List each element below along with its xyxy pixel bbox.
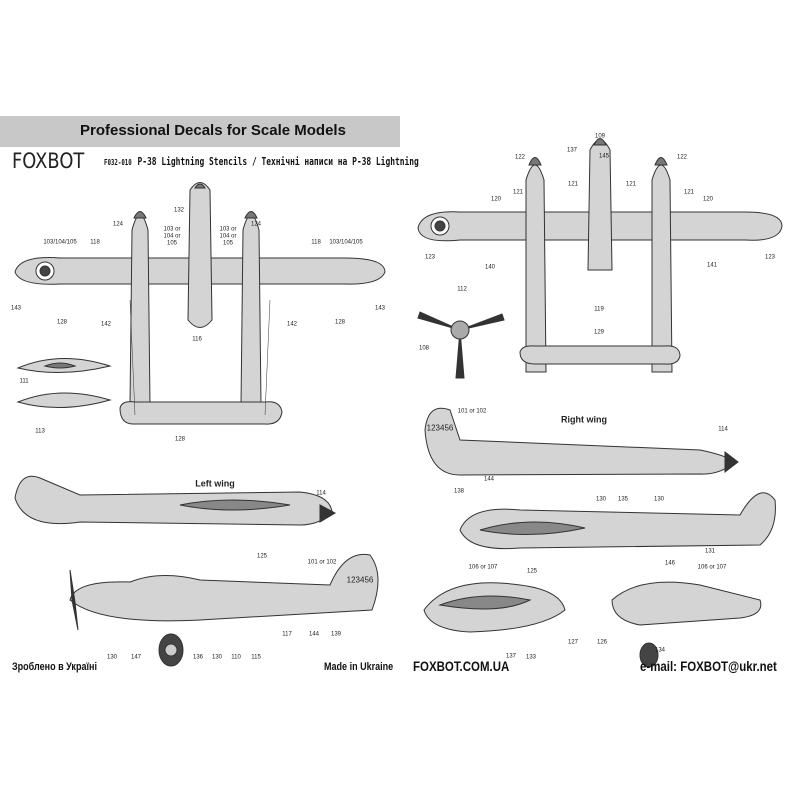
callout-number: 123 bbox=[424, 254, 436, 261]
product-title: P-38 Lightning Stencils / Технічні напис… bbox=[137, 155, 419, 168]
callout-number: 106 or 107 bbox=[697, 564, 727, 571]
callout-number: 120 bbox=[490, 196, 502, 203]
callout-number: 126 bbox=[596, 639, 608, 646]
callout-number: 137 bbox=[505, 653, 517, 660]
callout-number: 118 bbox=[90, 239, 100, 246]
callout-number: 133 bbox=[525, 654, 537, 661]
callout-number: 116 bbox=[192, 336, 202, 343]
callout-number: 122 bbox=[514, 154, 526, 161]
callout-number: 112 bbox=[457, 286, 467, 293]
callout-number: 118 bbox=[311, 239, 321, 246]
left-wing-label: Left wing bbox=[195, 478, 235, 489]
callout-number: 144 bbox=[308, 631, 320, 638]
callout-number: 124 bbox=[250, 221, 262, 228]
callout-number: 111 bbox=[19, 378, 29, 385]
callout-number: 121 bbox=[567, 181, 579, 188]
wheel-icon bbox=[639, 642, 659, 668]
callout-number: 128 bbox=[334, 319, 346, 326]
callout-number: 101 or 102 bbox=[457, 408, 487, 415]
callout-number: 108 bbox=[418, 345, 430, 352]
callout-number: 129 bbox=[593, 329, 605, 336]
serial-number: 123456 bbox=[346, 575, 374, 585]
callout-number: 123 bbox=[764, 254, 776, 261]
made-in-ukraine-en: Made in Ukraine bbox=[324, 661, 394, 673]
callout-number: 122 bbox=[676, 154, 688, 161]
callout-number: 145 bbox=[598, 153, 610, 160]
callout-number: 130 bbox=[211, 654, 223, 661]
callout-number: 141 bbox=[706, 262, 718, 269]
callout-number: 136 bbox=[192, 654, 204, 661]
callout-number: 144 bbox=[483, 476, 495, 483]
foxbot-logo: FOXBOT bbox=[12, 149, 85, 173]
callout-number: 109 bbox=[594, 133, 606, 140]
website-link[interactable]: FOXBOT.COM.UA bbox=[413, 658, 510, 674]
top-view-lower bbox=[417, 138, 783, 373]
callout-number: 124 bbox=[112, 221, 124, 228]
callout-number: 103 or 104 or 105 bbox=[163, 226, 181, 247]
callout-number: 127 bbox=[567, 639, 579, 646]
email-link[interactable]: e-mail: FOXBOT@ukr.net bbox=[640, 658, 777, 674]
callout-number: 103/104/105 bbox=[329, 239, 363, 246]
callout-number: 125 bbox=[526, 568, 538, 575]
callout-number: 139 bbox=[330, 631, 342, 638]
product-code: F032-010 bbox=[104, 158, 132, 167]
callout-number: 101 or 102 bbox=[307, 559, 337, 566]
callout-number: 119 bbox=[594, 306, 604, 313]
banner-title: Professional Decals for Scale Models bbox=[80, 122, 346, 139]
right-wing-label: Right wing bbox=[561, 414, 607, 425]
callout-number: 125 bbox=[256, 553, 268, 560]
callout-number: 130 bbox=[653, 496, 665, 503]
callout-number: 114 bbox=[316, 490, 326, 497]
callout-number: 142 bbox=[100, 321, 112, 328]
callout-number: 128 bbox=[56, 319, 68, 326]
airfoil-profile bbox=[16, 392, 112, 408]
callout-number: 114 bbox=[718, 426, 728, 433]
callout-number: 110 bbox=[231, 654, 241, 661]
side-view-left-aircraft bbox=[69, 553, 379, 622]
callout-number: 142 bbox=[286, 321, 298, 328]
callout-number: 143 bbox=[374, 305, 386, 312]
callout-number: 134 bbox=[654, 647, 666, 654]
propeller bbox=[417, 311, 505, 379]
callout-number: 132 bbox=[173, 207, 185, 214]
callout-number: 128 bbox=[174, 436, 186, 443]
header-banner: Professional Decals for Scale Models bbox=[0, 116, 400, 147]
callout-number: 120 bbox=[702, 196, 714, 203]
callout-number: 138 bbox=[453, 488, 465, 495]
callout-number: 143 bbox=[10, 305, 22, 312]
callout-number: 131 bbox=[704, 548, 716, 555]
made-in-ukraine-ua: Зроблено в Україні bbox=[12, 661, 97, 673]
serial-number: 123456 bbox=[426, 423, 454, 433]
callout-number: 147 bbox=[130, 654, 142, 661]
callout-number: 115 bbox=[251, 654, 261, 661]
callout-number: 121 bbox=[512, 189, 524, 196]
sheet-title: F032-010 P-38 Lightning Stencils / Техніч… bbox=[104, 155, 419, 168]
callout-number: 137 bbox=[566, 147, 578, 154]
callout-number: 113 bbox=[35, 428, 45, 435]
callout-number: 106 or 107 bbox=[468, 564, 498, 571]
callout-number: 121 bbox=[683, 189, 695, 196]
callout-number: 135 bbox=[617, 496, 629, 503]
callout-number: 130 bbox=[595, 496, 607, 503]
side-view-left-boom bbox=[14, 475, 333, 526]
nacelle-detail-right bbox=[611, 581, 762, 626]
top-view-upper bbox=[14, 182, 386, 425]
callout-number: 140 bbox=[484, 264, 496, 271]
callout-number: 121 bbox=[625, 181, 637, 188]
callout-number: 117 bbox=[282, 631, 292, 638]
callout-number: 103/104/105 bbox=[43, 239, 77, 246]
callout-number: 130 bbox=[106, 654, 118, 661]
callout-number: 103 or 104 or 105 bbox=[219, 226, 237, 247]
callout-number: 146 bbox=[664, 560, 676, 567]
